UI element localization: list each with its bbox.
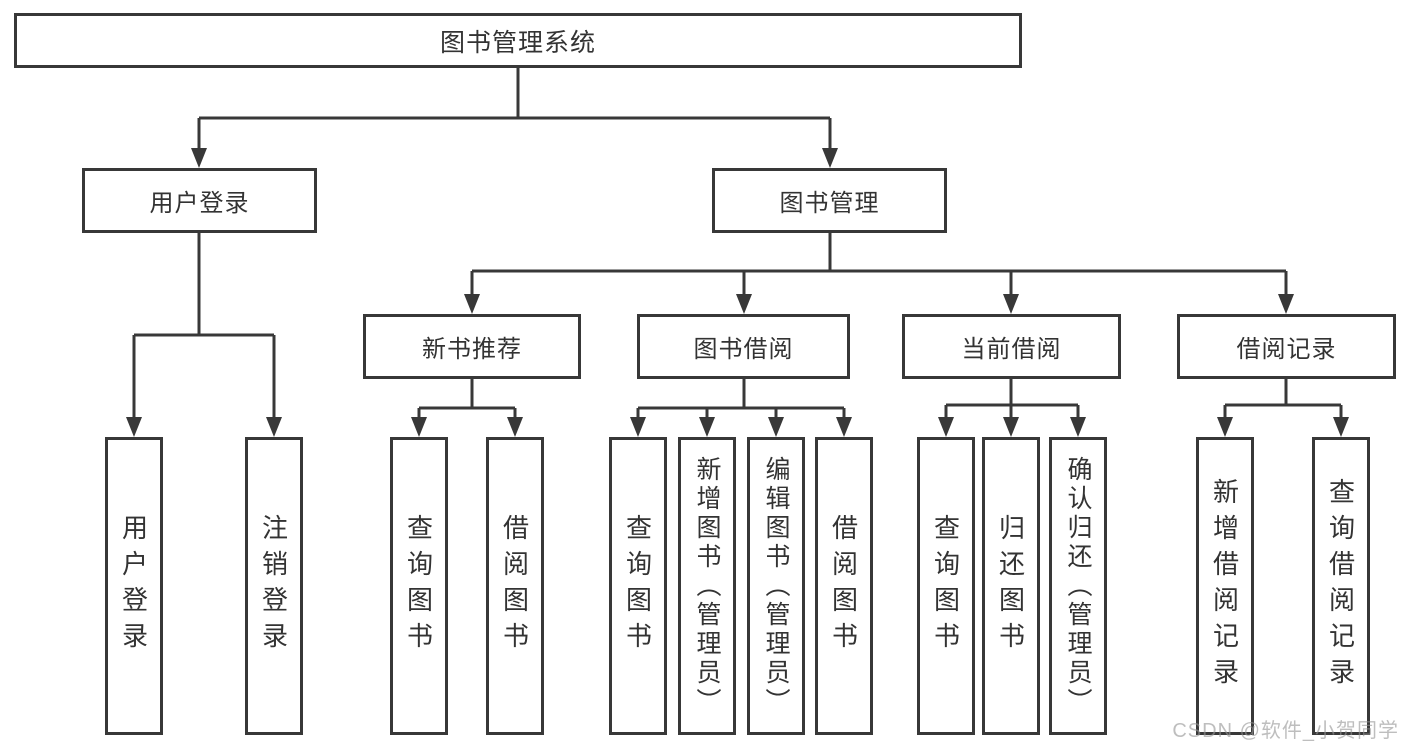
leaf-records-add-record-label: 新增借阅记录: [1209, 478, 1240, 694]
node-book-management: 图书管理: [712, 168, 947, 233]
leaf-newbook-query-books-label: 查询图书: [403, 514, 434, 658]
leaf-borrow-add-books-admin-label: 新增图书（管理员）: [693, 455, 721, 717]
leaf-borrow-edit-books-admin-label: 编辑图书（管理员）: [762, 455, 790, 717]
leaf-current-return-books: 归还图书: [982, 437, 1040, 735]
leaf-logout: 注销登录: [245, 437, 303, 735]
node-new-book-recommendation-label: 新书推荐: [422, 336, 522, 363]
leaf-borrow-query-books-label: 查询图书: [622, 514, 653, 658]
leaf-newbook-borrow-books: 借阅图书: [486, 437, 544, 735]
leaf-current-return-books-label: 归还图书: [995, 514, 1026, 658]
leaf-borrow-edit-books-admin: 编辑图书（管理员）: [747, 437, 805, 735]
node-book-borrowing-label: 图书借阅: [693, 336, 794, 363]
leaf-user-login: 用户登录: [105, 437, 163, 735]
leaf-current-confirm-return-admin: 确认归还（管理员）: [1049, 437, 1107, 735]
node-borrowing-records-label: 借阅记录: [1236, 336, 1337, 363]
leaf-current-query-books: 查询图书: [917, 437, 975, 735]
node-user-login: 用户登录: [82, 168, 317, 233]
leaf-current-confirm-return-admin-label: 确认归还（管理员）: [1064, 455, 1092, 717]
leaf-records-query-record-label: 查询借阅记录: [1325, 478, 1356, 694]
leaf-newbook-borrow-books-label: 借阅图书: [499, 514, 530, 658]
root-node-label: 图书管理系统: [439, 28, 596, 57]
leaf-borrow-add-books-admin: 新增图书（管理员）: [678, 437, 736, 735]
leaf-user-login-label: 用户登录: [118, 514, 149, 658]
node-borrowing-records: 借阅记录: [1177, 314, 1396, 379]
root-node: 图书管理系统: [14, 13, 1022, 68]
node-new-book-recommendation: 新书推荐: [363, 314, 581, 379]
leaf-borrow-borrow-books-label: 借阅图书: [828, 514, 859, 658]
leaf-borrow-borrow-books: 借阅图书: [815, 437, 873, 735]
node-current-borrowing: 当前借阅: [902, 314, 1121, 379]
leaf-newbook-query-books: 查询图书: [390, 437, 448, 735]
leaf-records-query-record: 查询借阅记录: [1312, 437, 1370, 735]
leaf-current-query-books-label: 查询图书: [930, 514, 961, 658]
node-user-login-label: 用户登录: [149, 190, 250, 217]
leaf-borrow-query-books: 查询图书: [609, 437, 667, 735]
leaf-logout-label: 注销登录: [258, 514, 289, 658]
node-book-management-label: 图书管理: [779, 190, 880, 217]
csdn-watermark: CSDN @软件_小贺同学: [1172, 720, 1399, 742]
node-current-borrowing-label: 当前借阅: [961, 336, 1062, 363]
leaf-records-add-record: 新增借阅记录: [1196, 437, 1254, 735]
node-book-borrowing: 图书借阅: [637, 314, 850, 379]
